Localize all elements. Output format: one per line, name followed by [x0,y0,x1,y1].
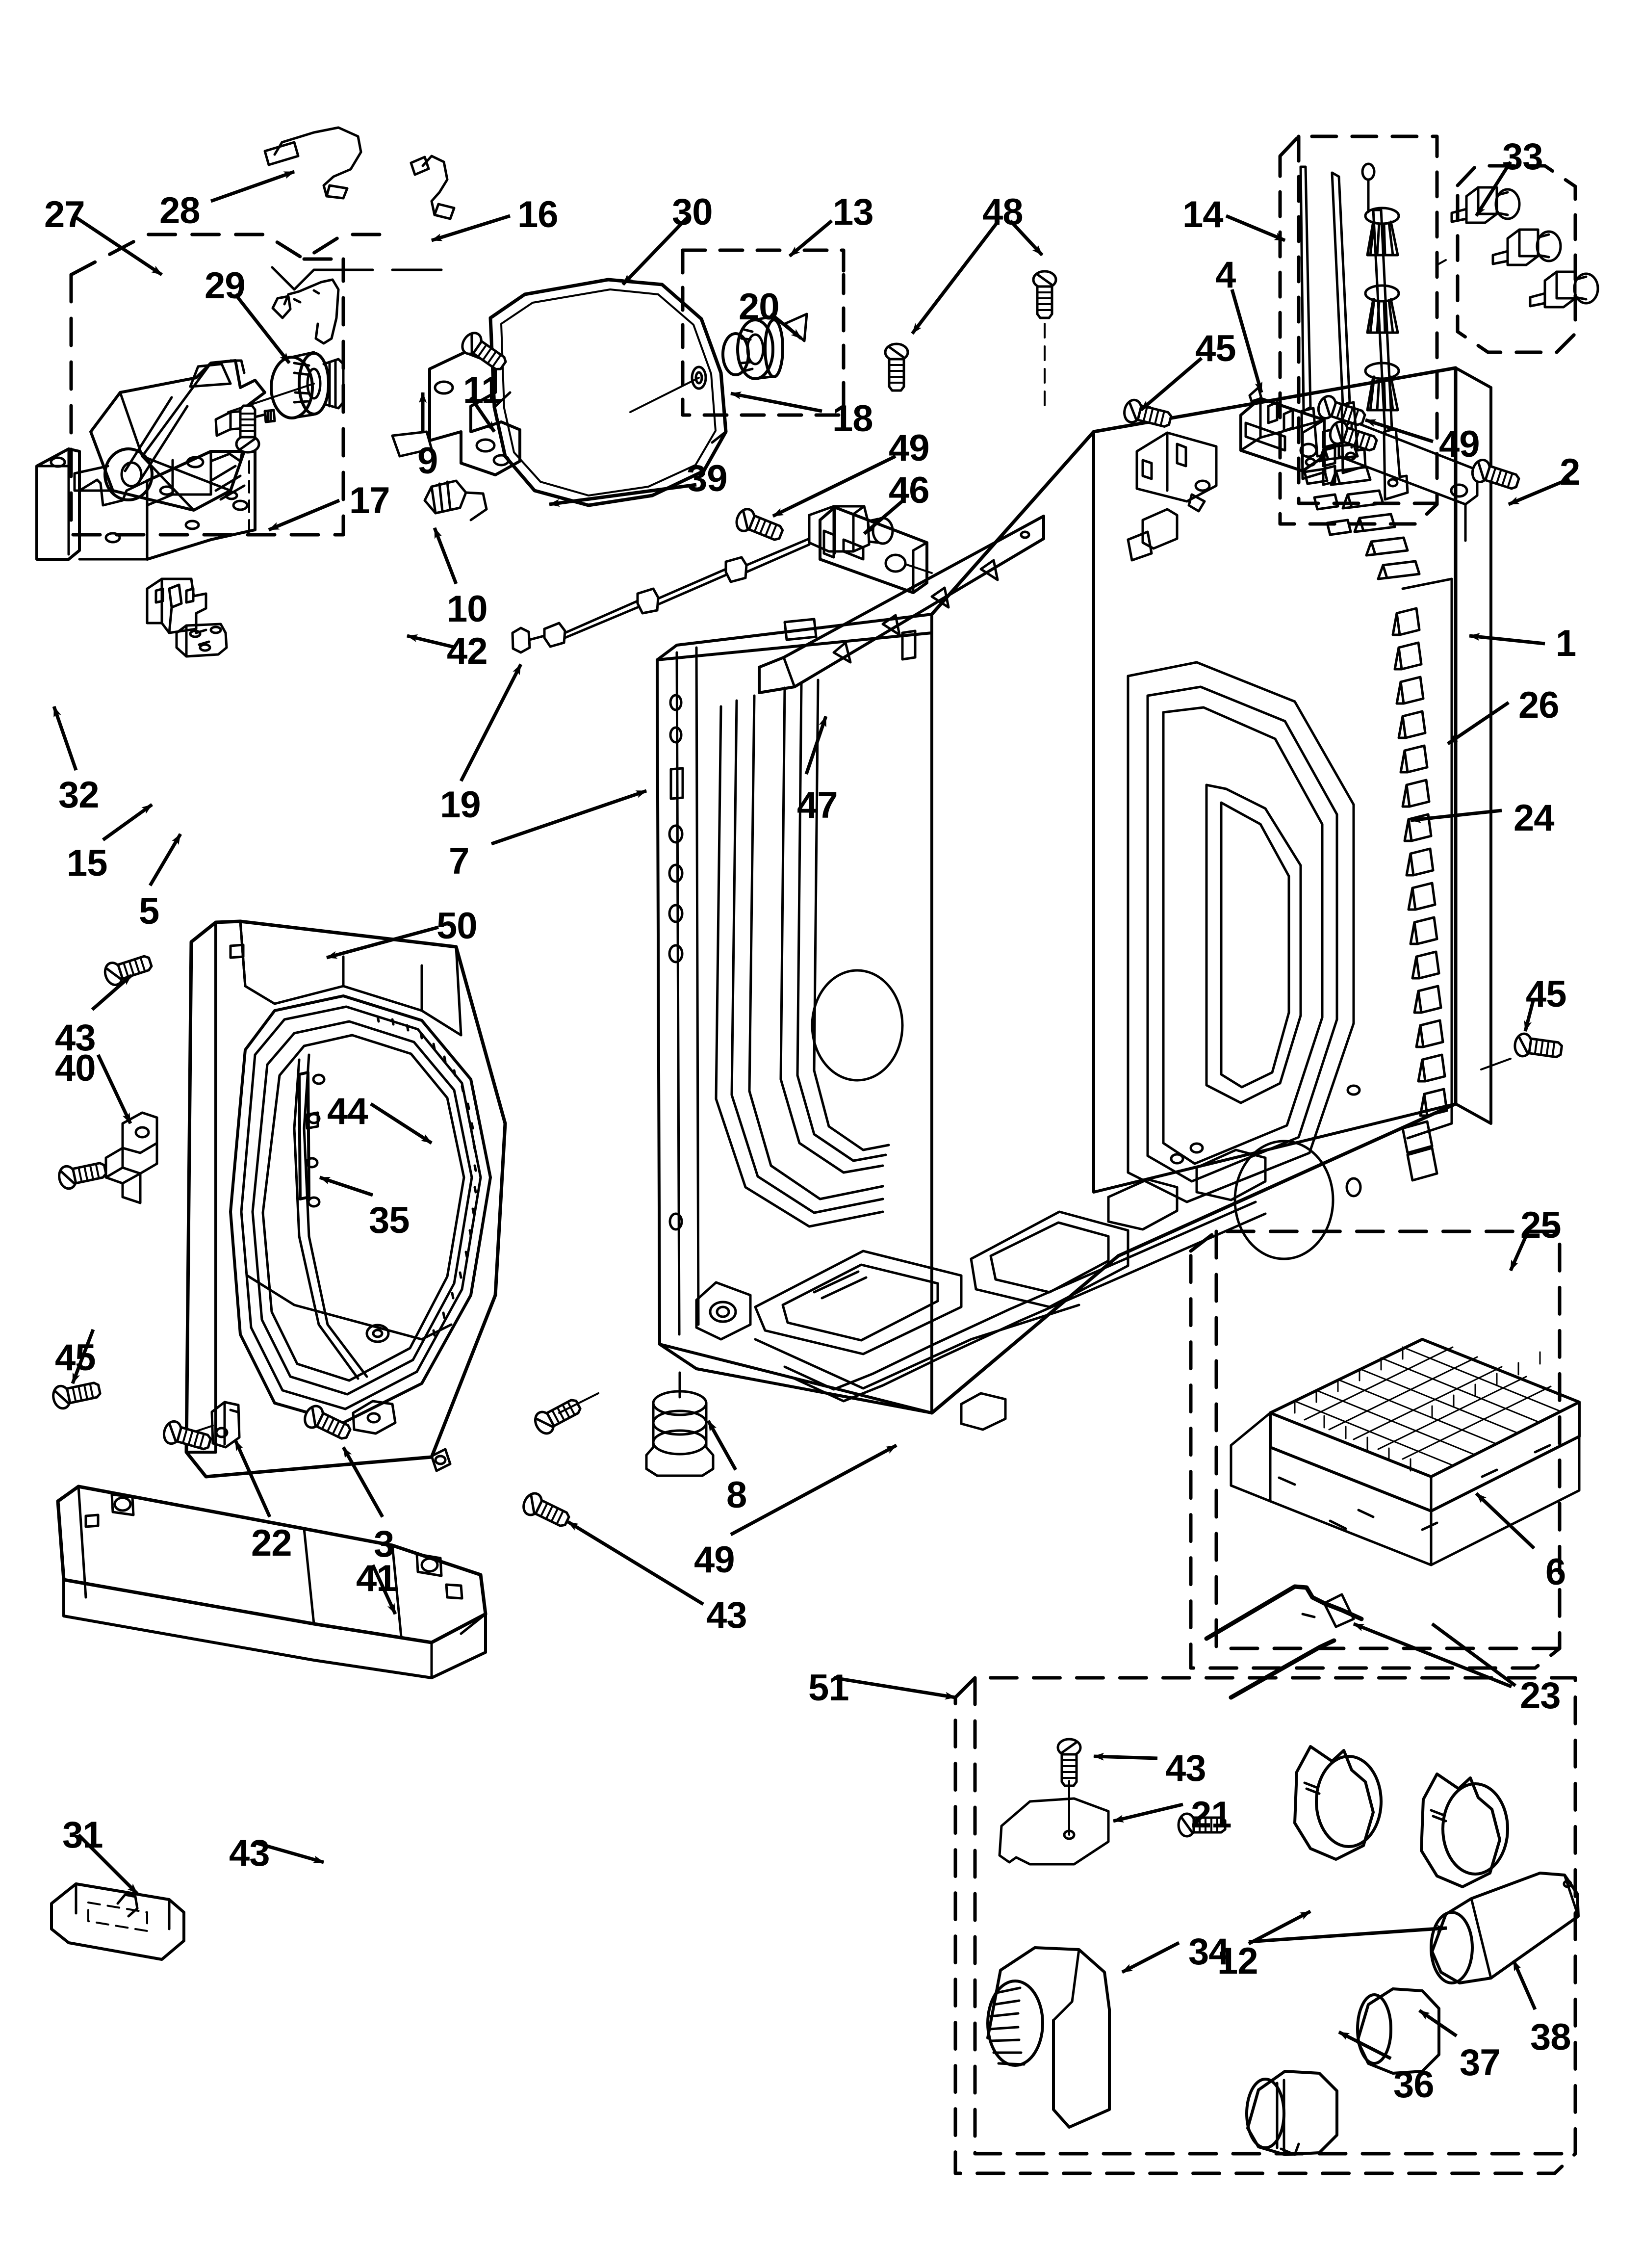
callout-number-33: 33 [1502,136,1543,178]
callout-number-18: 18 [832,398,873,440]
callout-number-46: 46 [889,469,930,511]
callout-number-15: 15 [67,842,108,884]
callout-number-17: 17 [349,480,390,521]
callout-number-39: 39 [687,458,728,499]
callout-number-38: 38 [1530,2016,1571,2058]
callout-number-5: 5 [139,890,159,932]
callout-number-43: 43 [706,1594,747,1636]
callout-number-16: 16 [517,194,559,235]
callout-number-43: 43 [1165,1747,1206,1789]
callout-number-41: 41 [356,1558,397,1599]
callout-number-14: 14 [1182,194,1224,235]
callout-number-31: 31 [62,1814,103,1856]
callout-number-49: 49 [889,427,930,469]
callout-number-7: 7 [449,840,469,882]
callout-number-34: 34 [1188,1931,1230,1973]
callout-number-28: 28 [159,190,201,232]
callout-number-11: 11 [463,369,502,411]
callout-number-8: 8 [726,1474,747,1516]
callout-number-3: 3 [374,1523,394,1565]
callout-number-27: 27 [44,194,85,235]
callout-number-47: 47 [797,784,838,826]
callout-number-29: 29 [205,265,246,307]
callout-number-22: 22 [251,1522,292,1564]
callout-number-21: 21 [1191,1794,1232,1836]
callout-number-35: 35 [369,1199,410,1241]
callout-number-44: 44 [327,1091,368,1132]
callout-number-49: 49 [694,1539,735,1581]
callout-number-25: 25 [1520,1204,1562,1246]
callout-number-32: 32 [58,774,100,816]
callout-number-6: 6 [1545,1551,1566,1593]
callout-number-48: 48 [982,191,1024,233]
callout-number-24: 24 [1514,797,1555,839]
callout-number-43: 43 [55,1017,96,1059]
callout-number-51: 51 [808,1667,849,1709]
callout-number-19: 19 [440,784,481,826]
callout-number-23: 23 [1520,1675,1561,1717]
callout-number-40: 40 [55,1047,96,1089]
callout-number-49: 49 [1439,423,1480,465]
callout-number-12: 12 [1217,1940,1258,1982]
callout-number-43: 43 [229,1832,270,1874]
callout-number-45: 45 [55,1337,96,1379]
callout-number-45: 45 [1195,328,1236,369]
callout-number-45: 45 [1526,973,1567,1015]
callout-number-4: 4 [1215,254,1236,296]
callout-number-9: 9 [417,440,438,482]
callout-number-20: 20 [739,286,780,328]
callout-number-2: 2 [1560,451,1580,493]
callout-number-50: 50 [436,905,478,947]
callout-number-36: 36 [1393,2064,1435,2106]
callout-number-26: 26 [1518,684,1560,726]
callout-number-30: 30 [672,191,713,233]
callout-number-42: 42 [447,630,488,672]
callout-number-10: 10 [447,588,488,630]
callout-number-13: 13 [833,191,874,233]
callout-number-37: 37 [1460,2042,1501,2084]
callout-number-1: 1 [1556,623,1576,664]
